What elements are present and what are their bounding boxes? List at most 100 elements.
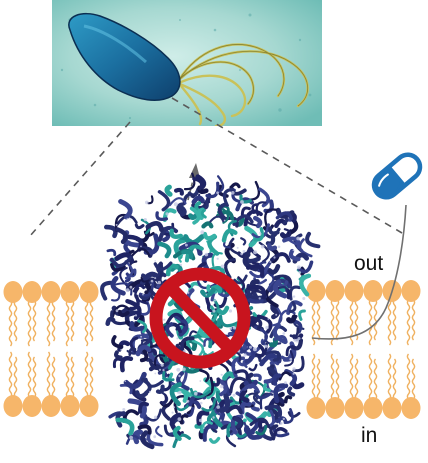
protein-coil-segment [229, 376, 248, 394]
protein-coil-segment [298, 238, 313, 258]
protein-highlight [259, 232, 262, 235]
protein-highlight [173, 202, 178, 207]
protein-coil-segment [178, 241, 203, 256]
protein-coil-segment [188, 212, 199, 220]
lipid-head-lower [306, 397, 326, 419]
lipid-molecule [363, 280, 383, 419]
protein-coil-segment [153, 261, 173, 271]
protein-coil-segment [233, 274, 248, 285]
protein-coil-segment [201, 252, 214, 272]
protein-coil-segment [267, 243, 278, 251]
protein-coil-segment [169, 228, 183, 239]
protein-coil-segment [221, 228, 238, 243]
protein-highlight [199, 380, 202, 382]
protein-highlight [292, 249, 295, 252]
protein-coil-segment [256, 314, 273, 334]
protein-coil-segment [233, 416, 243, 429]
protein-coil-segment [225, 430, 237, 448]
protein-highlight [277, 431, 281, 435]
protein-coil-segment [169, 382, 182, 407]
protein-coil-segment [129, 321, 145, 332]
lipid-head-upper [401, 280, 421, 302]
lipid-head-upper [41, 281, 61, 303]
protein-highlight [284, 381, 287, 385]
protein-highlight [186, 399, 190, 403]
protein-coil-segment [184, 244, 204, 263]
protein-coil-segment [226, 422, 239, 438]
protein-coil-segment [216, 393, 231, 413]
lipid-head-upper [344, 280, 364, 302]
protein-coil-segment [217, 202, 227, 221]
protein-coil-segment [228, 237, 242, 256]
protein-coil-segment [174, 187, 184, 196]
protein-highlight [213, 299, 216, 302]
protein-coil-segment [130, 248, 151, 258]
protein-highlight [179, 263, 183, 267]
protein-highlight [129, 218, 132, 220]
protein-highlight [302, 297, 306, 300]
protein-coil-segment [192, 177, 204, 191]
lipid-molecule [401, 280, 421, 419]
protein-coil-segment [240, 206, 251, 218]
protein-highlight [279, 421, 283, 425]
protein-highlight [265, 325, 269, 330]
protein-coil-segment [135, 344, 152, 357]
protein-highlight [199, 401, 203, 405]
protein-coil-segment [201, 398, 217, 412]
protein-coil-segment [148, 359, 170, 371]
protein-coil-segment [172, 433, 191, 449]
protein-coil-segment [279, 280, 289, 288]
protein-highlight [153, 435, 157, 439]
protein-coil-segment [272, 351, 281, 362]
protein-coil-segment [188, 330, 198, 338]
prohibition-bar [165, 282, 236, 355]
protein-coil-segment [264, 208, 278, 228]
protein-highlight [200, 230, 205, 235]
protein-coil-segment [229, 182, 241, 190]
protein-highlight [243, 353, 247, 357]
protein-coil-segment [248, 180, 261, 201]
protein-coil-segment [176, 202, 184, 215]
protein-coil-segment [113, 282, 133, 296]
protein-coil-segment [239, 383, 260, 394]
protein-coil-segment [198, 369, 210, 383]
protein-coil-segment [153, 354, 166, 369]
protein-coil-segment [220, 423, 242, 438]
protein-coil-segment [222, 371, 236, 381]
protein-coil-segment [200, 287, 216, 298]
protein-coil-segment [244, 340, 256, 364]
protein-coil-segment [249, 316, 263, 330]
protein-coil-segment [255, 424, 268, 436]
protein-highlight [269, 261, 272, 263]
protein-coil-segment [180, 205, 187, 217]
protein-coil-segment [123, 371, 147, 389]
protein-highlight [198, 418, 203, 423]
protein-highlight [129, 435, 134, 440]
bacterium-highlight [83, 24, 147, 64]
protein-coil-segment [119, 356, 134, 373]
protein-coil-segment [110, 262, 126, 272]
protein-highlight [289, 357, 293, 361]
protein-coil-segment [196, 410, 210, 426]
bacterium-flagella-shadow [178, 44, 308, 107]
protein-coil-segment [162, 371, 175, 382]
lipid-head-lower [79, 395, 99, 417]
protein-coil-segment [249, 417, 270, 428]
protein-coil-segment [253, 227, 264, 242]
protein-coil-segment [289, 327, 300, 338]
protein-highlight [126, 218, 129, 220]
protein-coil-segment [126, 234, 144, 252]
protein-coil-segment [155, 211, 169, 222]
bacterium-cell-body [68, 12, 181, 102]
protein-coil-segment [201, 221, 214, 229]
protein-coil-segment [264, 404, 283, 418]
protein-highlight [295, 338, 299, 343]
protein-coil-segment [250, 401, 260, 412]
protein-highlight [145, 200, 149, 205]
protein-coil-segment [141, 300, 151, 316]
protein-coil-segment [286, 386, 296, 397]
protein-coil-segment [273, 383, 289, 404]
protein-coil-segment [202, 424, 219, 442]
protein-coil-segment [189, 387, 212, 399]
protein-coil-segment [115, 411, 127, 428]
